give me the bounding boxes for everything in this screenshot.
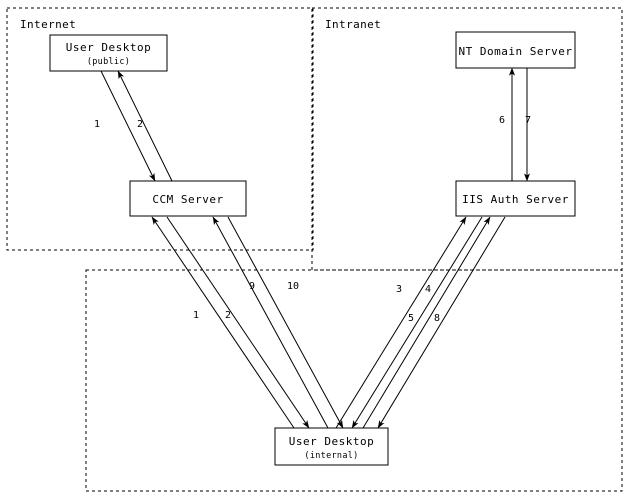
flow-label-9: 9 bbox=[249, 281, 255, 292]
flow-line-1-internal bbox=[151, 216, 295, 429]
connector-iis-internal-34 bbox=[335, 216, 483, 429]
node-nt-domain-server[interactable]: NT Domain Server bbox=[455, 31, 576, 69]
node-iis-auth-server-box[interactable] bbox=[455, 180, 576, 217]
flow-label-5: 5 bbox=[408, 313, 414, 324]
flow-line-2-public bbox=[117, 70, 173, 182]
flow-label-8: 8 bbox=[434, 313, 440, 324]
node-user-desktop-internal-box[interactable] bbox=[274, 427, 389, 466]
flow-label-4: 4 bbox=[425, 284, 431, 295]
node-iis-auth-server-title: IIS Auth Server bbox=[462, 193, 569, 206]
node-user-desktop-public[interactable]: User Desktop (public) bbox=[49, 34, 168, 72]
zone-internet-label: Internet bbox=[20, 18, 76, 31]
flow-line-9 bbox=[212, 216, 329, 429]
flow-label-2-internal: 2 bbox=[225, 310, 231, 321]
connector-iis-internal-58 bbox=[362, 216, 506, 429]
flow-line-1-public bbox=[100, 70, 156, 182]
flow-line-5 bbox=[362, 216, 491, 429]
node-ccm-server[interactable]: CCM Server bbox=[129, 180, 247, 217]
connector-ccm-internal-910 bbox=[212, 216, 344, 429]
flow-line-10 bbox=[227, 216, 344, 429]
node-user-desktop-public-subtitle: (public) bbox=[87, 57, 130, 67]
node-ccm-server-box[interactable] bbox=[129, 180, 247, 217]
connector-public-desktop-ccm bbox=[100, 70, 173, 182]
node-user-desktop-internal-subtitle: (internal) bbox=[304, 451, 358, 461]
connector-iis-ntdomain bbox=[509, 67, 530, 182]
flow-label-2-public: 2 bbox=[137, 119, 143, 130]
node-user-desktop-internal[interactable]: User Desktop (internal) bbox=[274, 427, 389, 466]
node-nt-domain-server-title: NT Domain Server bbox=[459, 45, 573, 58]
zone-internet: Internet bbox=[6, 7, 314, 251]
flow-line-8 bbox=[377, 216, 506, 429]
flow-label-6: 6 bbox=[499, 115, 505, 126]
node-ccm-server-title: CCM Server bbox=[152, 193, 223, 206]
flow-label-1-internal: 1 bbox=[193, 310, 199, 321]
flow-line-4 bbox=[351, 216, 483, 429]
flow-label-3: 3 bbox=[396, 284, 402, 295]
connector-ccm-internal-12 bbox=[151, 216, 310, 429]
zone-internet-border bbox=[6, 7, 314, 251]
flow-number-labels: 1 2 6 7 1 2 9 10 3 4 5 8 bbox=[94, 115, 531, 324]
node-user-desktop-public-title: User Desktop bbox=[66, 41, 151, 54]
node-user-desktop-internal-title: User Desktop bbox=[289, 435, 374, 448]
flow-line-3 bbox=[335, 216, 467, 429]
node-iis-auth-server[interactable]: IIS Auth Server bbox=[455, 180, 576, 217]
flow-line-2-internal bbox=[166, 216, 310, 429]
zone-intranet-label: Intranet bbox=[325, 18, 381, 31]
node-user-desktop-public-box[interactable] bbox=[49, 34, 168, 72]
flow-label-1-public: 1 bbox=[94, 119, 100, 130]
node-nt-domain-server-box[interactable] bbox=[455, 31, 576, 69]
flow-label-7: 7 bbox=[525, 115, 531, 126]
flow-label-10: 10 bbox=[287, 281, 299, 292]
